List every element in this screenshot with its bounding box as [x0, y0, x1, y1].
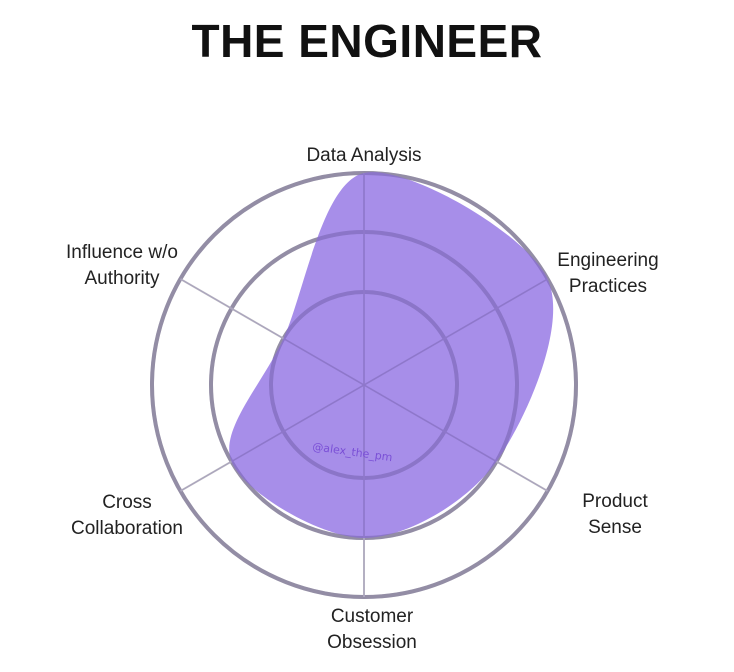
axis-label-line2: Authority: [85, 268, 160, 289]
axis-label-line1: Customer: [331, 606, 414, 627]
axis-label-line2: Collaboration: [71, 518, 183, 539]
radar-spoke-overlay: [180, 278, 365, 386]
axis-label-line2: Sense: [588, 517, 642, 538]
radar-series: [150, 171, 578, 599]
radar-spoke-overlay: [363, 384, 548, 492]
radar-ring-overlay: [209, 230, 519, 540]
axis-label: Data Analysis: [306, 145, 421, 166]
radar-series-area: [229, 172, 554, 538]
axis-label-line2: Practices: [569, 276, 647, 297]
axis-label-line1: Product: [582, 491, 648, 512]
chart-title: THE ENGINEER: [191, 15, 543, 67]
axis-label-line1: Influence w/o: [66, 242, 178, 263]
radar-spoke-overlay: [363, 278, 548, 386]
axis-label-line2: Obsession: [327, 632, 417, 653]
radar-grid-overlay: [150, 171, 578, 599]
axis-label-line1: Cross: [102, 492, 152, 513]
radar-ring-overlay: [269, 290, 459, 480]
radar-ring-overlay: [150, 171, 578, 599]
radar-spoke-overlay: [180, 384, 365, 492]
axis-label-line1: Engineering: [557, 250, 658, 271]
axis-label-line1: Data Analysis: [306, 145, 421, 166]
